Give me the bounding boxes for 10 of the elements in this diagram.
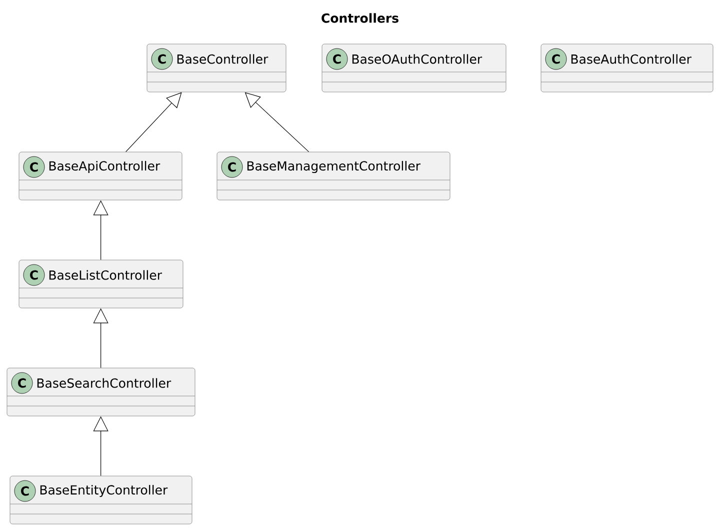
class-name: BaseAuthController [571,54,692,64]
class-name: BaseApiController [49,160,160,174]
class-name: BaseListController [49,270,162,280]
class-name: BaseManagementController [247,160,420,174]
inheritance-arrow [126,92,182,152]
class-name: BaseEntityController [40,484,168,498]
class-name: BaseController [177,54,268,64]
class-name: BaseSearchController [37,378,172,388]
diagram-title: Controllers [322,13,398,23]
class-name: BaseOAuthController [352,54,482,64]
